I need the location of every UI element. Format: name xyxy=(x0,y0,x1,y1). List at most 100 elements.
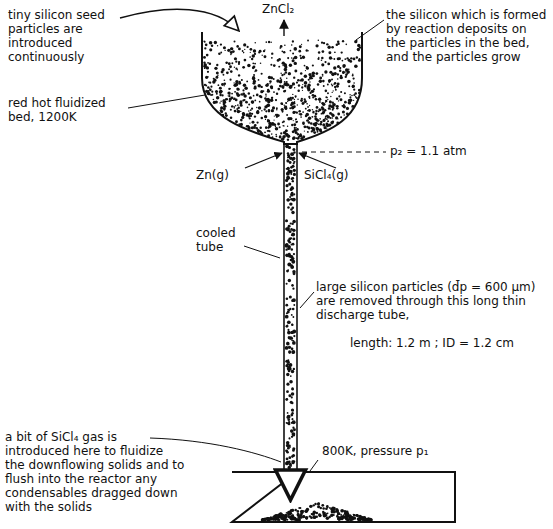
particle xyxy=(293,335,295,337)
particle xyxy=(291,324,293,326)
particle xyxy=(291,211,294,214)
particle xyxy=(315,127,317,129)
particle xyxy=(318,51,321,54)
particle xyxy=(357,515,359,517)
particle xyxy=(260,90,263,93)
particle xyxy=(265,41,267,43)
particle xyxy=(267,105,269,107)
particle xyxy=(286,342,290,346)
particle xyxy=(296,121,298,123)
particle xyxy=(282,514,285,517)
particle xyxy=(344,101,347,104)
particle xyxy=(260,62,262,64)
particle xyxy=(296,112,298,114)
particle xyxy=(242,112,244,114)
particle xyxy=(289,295,292,298)
particle xyxy=(351,105,354,108)
particle xyxy=(307,131,309,133)
particle xyxy=(289,308,291,310)
particle xyxy=(308,96,310,98)
particle xyxy=(248,110,250,112)
particle xyxy=(285,102,287,104)
particle xyxy=(287,157,289,159)
particle xyxy=(347,80,351,84)
particle xyxy=(286,325,289,328)
particle xyxy=(294,62,297,65)
particle xyxy=(342,110,345,113)
particle xyxy=(298,84,300,86)
particle xyxy=(293,517,297,521)
particle xyxy=(281,85,284,88)
particle xyxy=(348,99,351,102)
particle xyxy=(237,88,239,90)
particle xyxy=(336,515,338,517)
particle xyxy=(304,81,308,85)
particle xyxy=(271,97,273,99)
particle xyxy=(286,457,289,460)
particle xyxy=(329,507,331,509)
particle xyxy=(253,49,256,52)
particle xyxy=(319,128,322,131)
particle xyxy=(248,103,250,105)
particle xyxy=(297,89,299,91)
particle xyxy=(216,96,219,99)
particle xyxy=(335,105,337,107)
particle xyxy=(263,50,265,52)
gas-feed-label: SiCl₄(g) xyxy=(304,168,384,182)
particle xyxy=(243,83,247,87)
particle xyxy=(219,90,223,94)
particle xyxy=(299,55,301,57)
feed-arrow xyxy=(120,9,238,30)
leader-line xyxy=(244,246,280,258)
particle xyxy=(291,402,293,404)
particle xyxy=(345,73,347,75)
particle xyxy=(288,394,291,397)
particle xyxy=(318,98,321,101)
particle xyxy=(234,57,237,60)
particle xyxy=(285,360,288,363)
particle xyxy=(291,178,293,180)
particle xyxy=(319,80,323,84)
particle xyxy=(237,69,238,70)
particle xyxy=(317,83,320,86)
reaction-note: the silicon which is formed by reaction … xyxy=(386,8,548,64)
particle xyxy=(292,136,295,139)
particle xyxy=(308,117,311,120)
particle xyxy=(211,91,213,93)
particle xyxy=(253,74,255,76)
particle xyxy=(249,56,251,58)
particle xyxy=(302,102,305,105)
particle xyxy=(286,461,289,464)
particle xyxy=(282,135,285,138)
particle xyxy=(318,502,320,504)
particle xyxy=(280,73,281,74)
particle xyxy=(292,111,295,114)
particle xyxy=(337,513,340,516)
particle xyxy=(283,131,286,134)
particle xyxy=(287,138,289,140)
particle xyxy=(292,180,294,182)
particle xyxy=(310,122,313,125)
particle xyxy=(292,177,295,180)
particle xyxy=(292,220,296,224)
particle xyxy=(221,83,224,86)
particle xyxy=(286,373,289,376)
particle xyxy=(242,112,245,115)
particle xyxy=(234,67,235,68)
particle xyxy=(267,518,271,522)
particle xyxy=(285,346,289,350)
particle xyxy=(302,90,303,91)
particle xyxy=(280,132,282,134)
particle xyxy=(320,121,322,123)
particle xyxy=(334,51,336,53)
particle xyxy=(288,350,291,353)
particle xyxy=(247,107,249,109)
particle xyxy=(325,507,328,510)
receiver-label: 800K, pressure p₁ xyxy=(322,444,472,458)
particle xyxy=(245,101,247,103)
particle xyxy=(292,410,294,412)
particle xyxy=(259,50,262,53)
particle xyxy=(312,513,315,516)
outlet-arrow xyxy=(283,20,284,36)
particle xyxy=(209,93,211,95)
